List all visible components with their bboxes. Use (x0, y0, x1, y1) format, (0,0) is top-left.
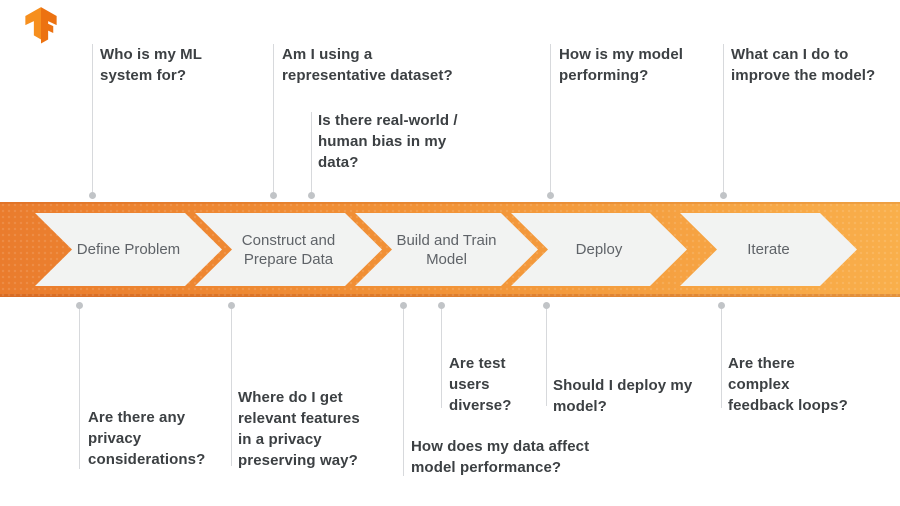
workflow-band: Define Problem Construct and Prepare Dat… (0, 202, 900, 297)
connector-line (92, 44, 93, 192)
bottom-question-complex-feedback-loops: Are there complex feedback loops? (728, 355, 848, 414)
bottom-question-test-users-diverse: Are test users diverse? (449, 355, 512, 414)
bottom-question-should-i-deploy: Should I deploy my model? (553, 377, 693, 415)
connector-line (721, 309, 722, 408)
connector-dot (720, 192, 727, 199)
connector-line (723, 44, 724, 192)
stage-chevron-construct-and-prepare-data: Construct and Prepare Data (195, 213, 382, 286)
top-question-representative-dataset: Am I using a representative dataset? (282, 46, 453, 84)
connector-line (273, 44, 274, 192)
top-question-model-performing: How is my model performing? (559, 46, 684, 84)
connector-dot (547, 192, 554, 199)
stage-label: Iterate (747, 241, 790, 258)
connector-dot (89, 192, 96, 199)
connector-line (231, 309, 232, 466)
stage-label: Define Problem (76, 241, 181, 258)
connector-dot (718, 302, 725, 309)
top-question-real-world-human-bias: Is there real-world / human bias in my d… (318, 112, 458, 171)
stage-label: Deploy (575, 241, 623, 258)
tensorflow-logo-right-face (41, 7, 57, 44)
stage-label: Construct and Prepare Data (241, 231, 336, 268)
connector-line (441, 309, 442, 408)
connector-dot (308, 192, 315, 199)
connector-line (546, 309, 547, 406)
connector-line (311, 112, 312, 192)
connector-dot (400, 302, 407, 309)
connector-dot (76, 302, 83, 309)
connector-dot (228, 302, 235, 309)
bottom-question-privacy-considerations: Are there any privacy considerations? (88, 409, 206, 468)
bottom-question-data-affect-performance: How does my data affect model performanc… (411, 438, 590, 476)
connector-dot (543, 302, 550, 309)
bottom-question-relevant-features: Where do I get relevant features in a pr… (238, 389, 360, 469)
tensorflow-logo (25, 7, 57, 44)
top-question-who-is-my-ml-system-for: Who is my ML system for? (100, 46, 202, 84)
stage-label: Build and Train Model (396, 231, 497, 268)
connector-dot (270, 192, 277, 199)
connector-line (79, 309, 80, 469)
connector-line (550, 44, 551, 192)
top-question-improve-the-model: What can I do to improve the model? (731, 46, 876, 84)
connector-line (403, 309, 404, 476)
connector-dot (438, 302, 445, 309)
tensorflow-logo-left-face (25, 7, 41, 40)
